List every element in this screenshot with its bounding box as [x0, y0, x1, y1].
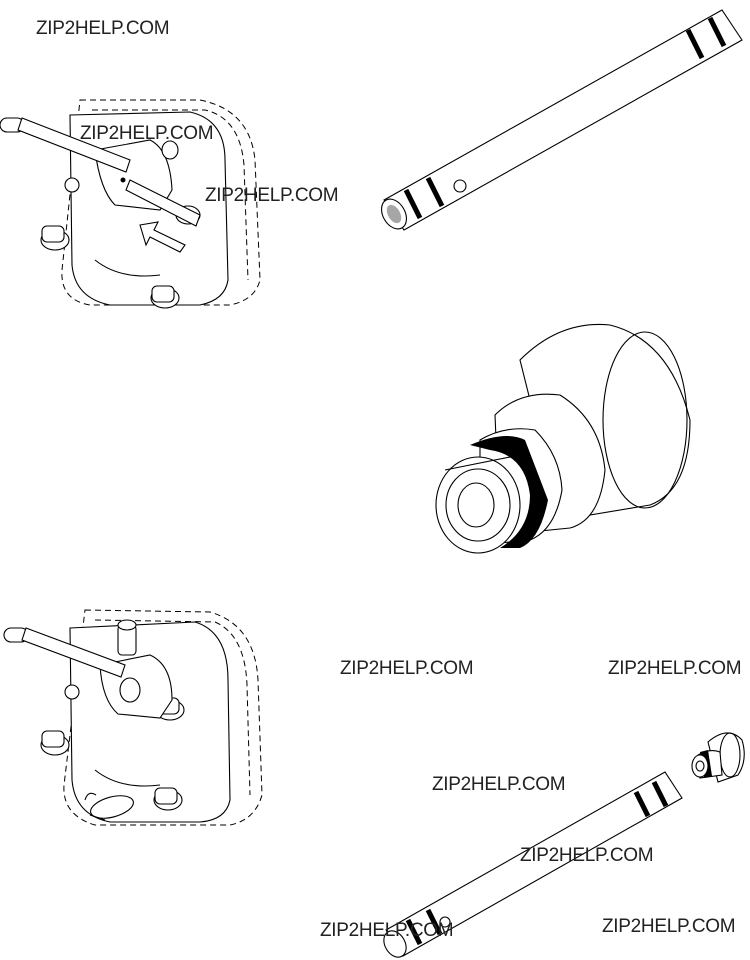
carburetor-assembly-with-arrow — [0, 99, 261, 309]
watermark-text: ZIP2HELP.COM — [602, 916, 736, 937]
stepped-adapter — [435, 323, 691, 554]
long-tube-tool — [381, 9, 743, 231]
watermark-text: ZIP2HELP.COM — [608, 658, 742, 679]
watermark-text: ZIP2HELP.COM — [320, 920, 454, 941]
watermark-text: ZIP2HELP.COM — [36, 18, 170, 39]
watermark-text: ZIP2HELP.COM — [340, 658, 474, 679]
watermark-text: ZIP2HELP.COM — [205, 185, 339, 206]
carburetor-assembly-with-tool — [3, 609, 263, 826]
watermark-text: ZIP2HELP.COM — [432, 774, 566, 795]
tube-with-adapter — [383, 732, 745, 958]
watermark-text: ZIP2HELP.COM — [520, 845, 654, 866]
watermark-text: ZIP2HELP.COM — [80, 123, 214, 144]
